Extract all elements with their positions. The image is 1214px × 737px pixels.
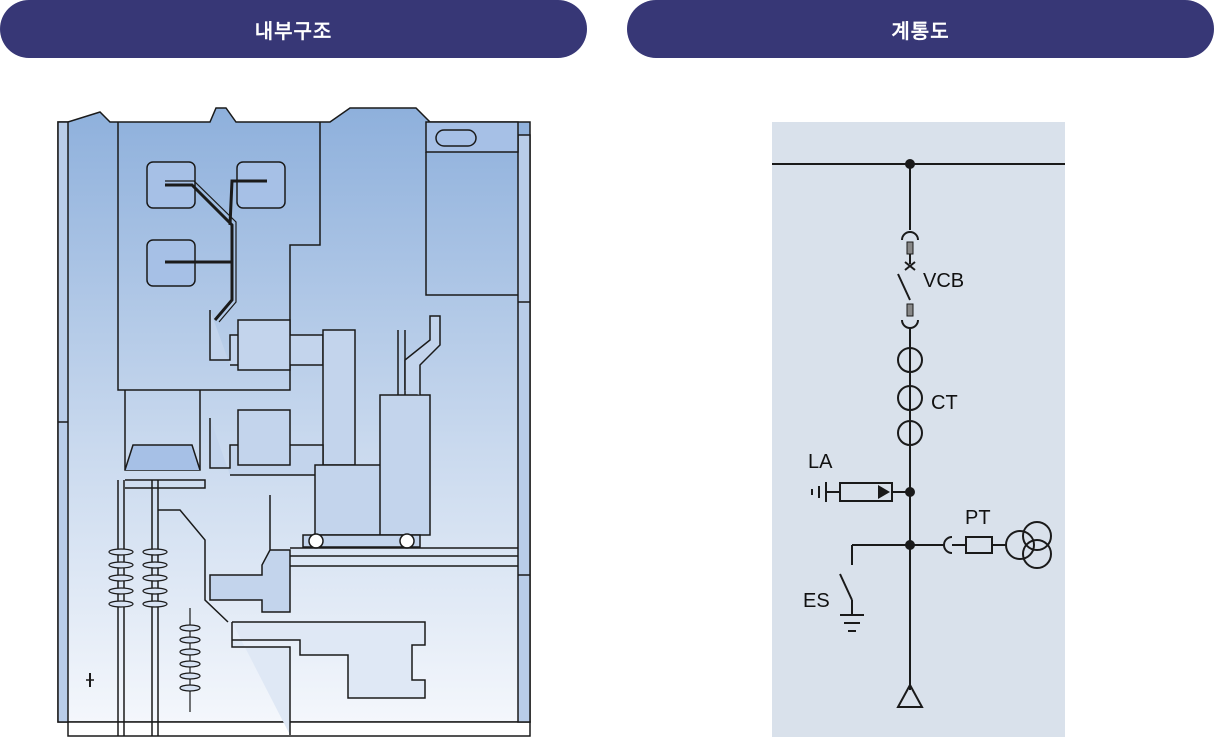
es-symbol xyxy=(839,544,910,632)
single-line-diagram-title: 계통도 xyxy=(891,18,950,43)
cabinet-enclosure xyxy=(57,107,531,737)
vcb-label: VCB xyxy=(923,270,964,292)
pt-symbol xyxy=(910,521,1052,569)
cable-end-symbol xyxy=(896,682,924,708)
single-line-diagram: VCB CT LA PT ES xyxy=(772,122,1065,737)
internal-structure-title: 내부구조 xyxy=(254,18,333,43)
busbar-compartment xyxy=(117,122,321,391)
es-label: ES xyxy=(803,590,830,612)
single-line-diagram-tab[interactable]: 계통도 xyxy=(627,0,1214,58)
la-label: LA xyxy=(808,451,833,473)
surge-arrester xyxy=(179,608,201,712)
main-busbar xyxy=(772,159,1065,230)
ct-label: CT xyxy=(931,392,958,414)
cable-compartment xyxy=(86,390,426,736)
vcb-truck xyxy=(209,310,518,567)
internal-structure-tab[interactable]: 내부구조 xyxy=(0,0,587,58)
vcb-symbol xyxy=(897,231,919,347)
la-symbol xyxy=(811,482,910,502)
pt-label: PT xyxy=(965,507,991,529)
low-voltage-compartment xyxy=(425,121,519,296)
